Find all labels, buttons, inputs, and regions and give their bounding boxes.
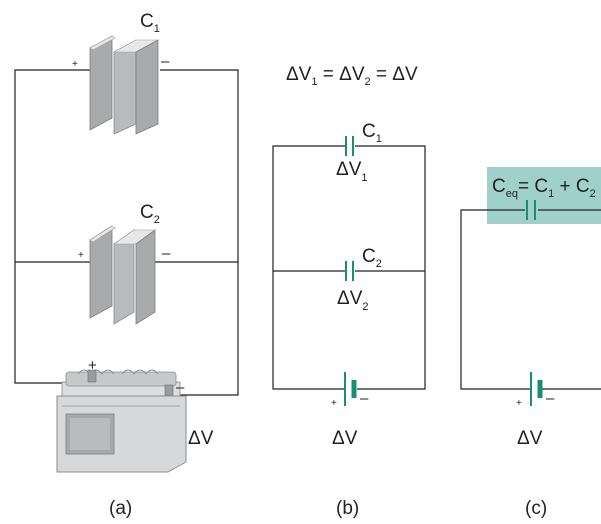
b-dv1-label: ΔV1 <box>336 159 368 184</box>
panel-c-dv-label: ΔV <box>517 428 543 449</box>
equivalent-capacitance-highlight <box>487 167 601 224</box>
b-dv2-label: ΔV2 <box>337 288 369 313</box>
b-battery-minus: – <box>360 390 369 407</box>
panel-a-outer-loop <box>14 69 239 396</box>
b-c1-label: C1 <box>362 121 382 145</box>
panel-b-caption: (b) <box>336 498 359 519</box>
car-battery <box>56 369 187 473</box>
battery-symbol-c <box>530 372 543 406</box>
b-c2-label: C2 <box>362 246 382 270</box>
capacitor-c1-symbol <box>345 136 354 156</box>
voltage-equation: ΔV1 = ΔV2 = ΔV <box>286 64 418 88</box>
capacitor-c2-plates <box>89 225 156 325</box>
c2-label: C2 <box>140 202 160 226</box>
panel-c-loop <box>460 209 601 390</box>
b-battery-plus: + <box>331 398 337 409</box>
battery-plus-sign: + <box>88 357 97 374</box>
panel-b-outer-loop <box>272 145 426 390</box>
c2-minus-sign: – <box>162 245 171 262</box>
battery-symbol-b <box>344 372 357 406</box>
capacitor-c2-symbol <box>345 261 354 281</box>
panel-c: Ceq= C1 + C2 + – ΔV (c) <box>460 167 601 519</box>
c-battery-minus: – <box>546 390 555 407</box>
panel-c-caption: (c) <box>525 498 547 519</box>
c1-minus-sign: – <box>161 53 170 70</box>
c1-plus-sign: + <box>72 59 78 70</box>
panel-b-dv-label: ΔV <box>332 428 358 449</box>
c1-label: C1 <box>140 11 160 35</box>
c-battery-plus: + <box>516 398 522 409</box>
capacitor-ceq-symbol <box>526 200 536 220</box>
panel-a-caption: (a) <box>109 498 132 519</box>
capacitor-c1-plates <box>89 35 159 135</box>
c2-plus-sign: + <box>78 250 84 261</box>
ceq-label: Ceq= C1 + C2 <box>492 176 596 200</box>
panel-b: C1 ΔV1 C2 ΔV2 + – ΔV (b) <box>272 121 426 519</box>
panel-a: C1 + – C2 + – + – ΔV (a) <box>14 11 239 519</box>
battery-minus-sign: – <box>176 379 185 396</box>
panel-a-dv-label: ΔV <box>188 428 214 449</box>
